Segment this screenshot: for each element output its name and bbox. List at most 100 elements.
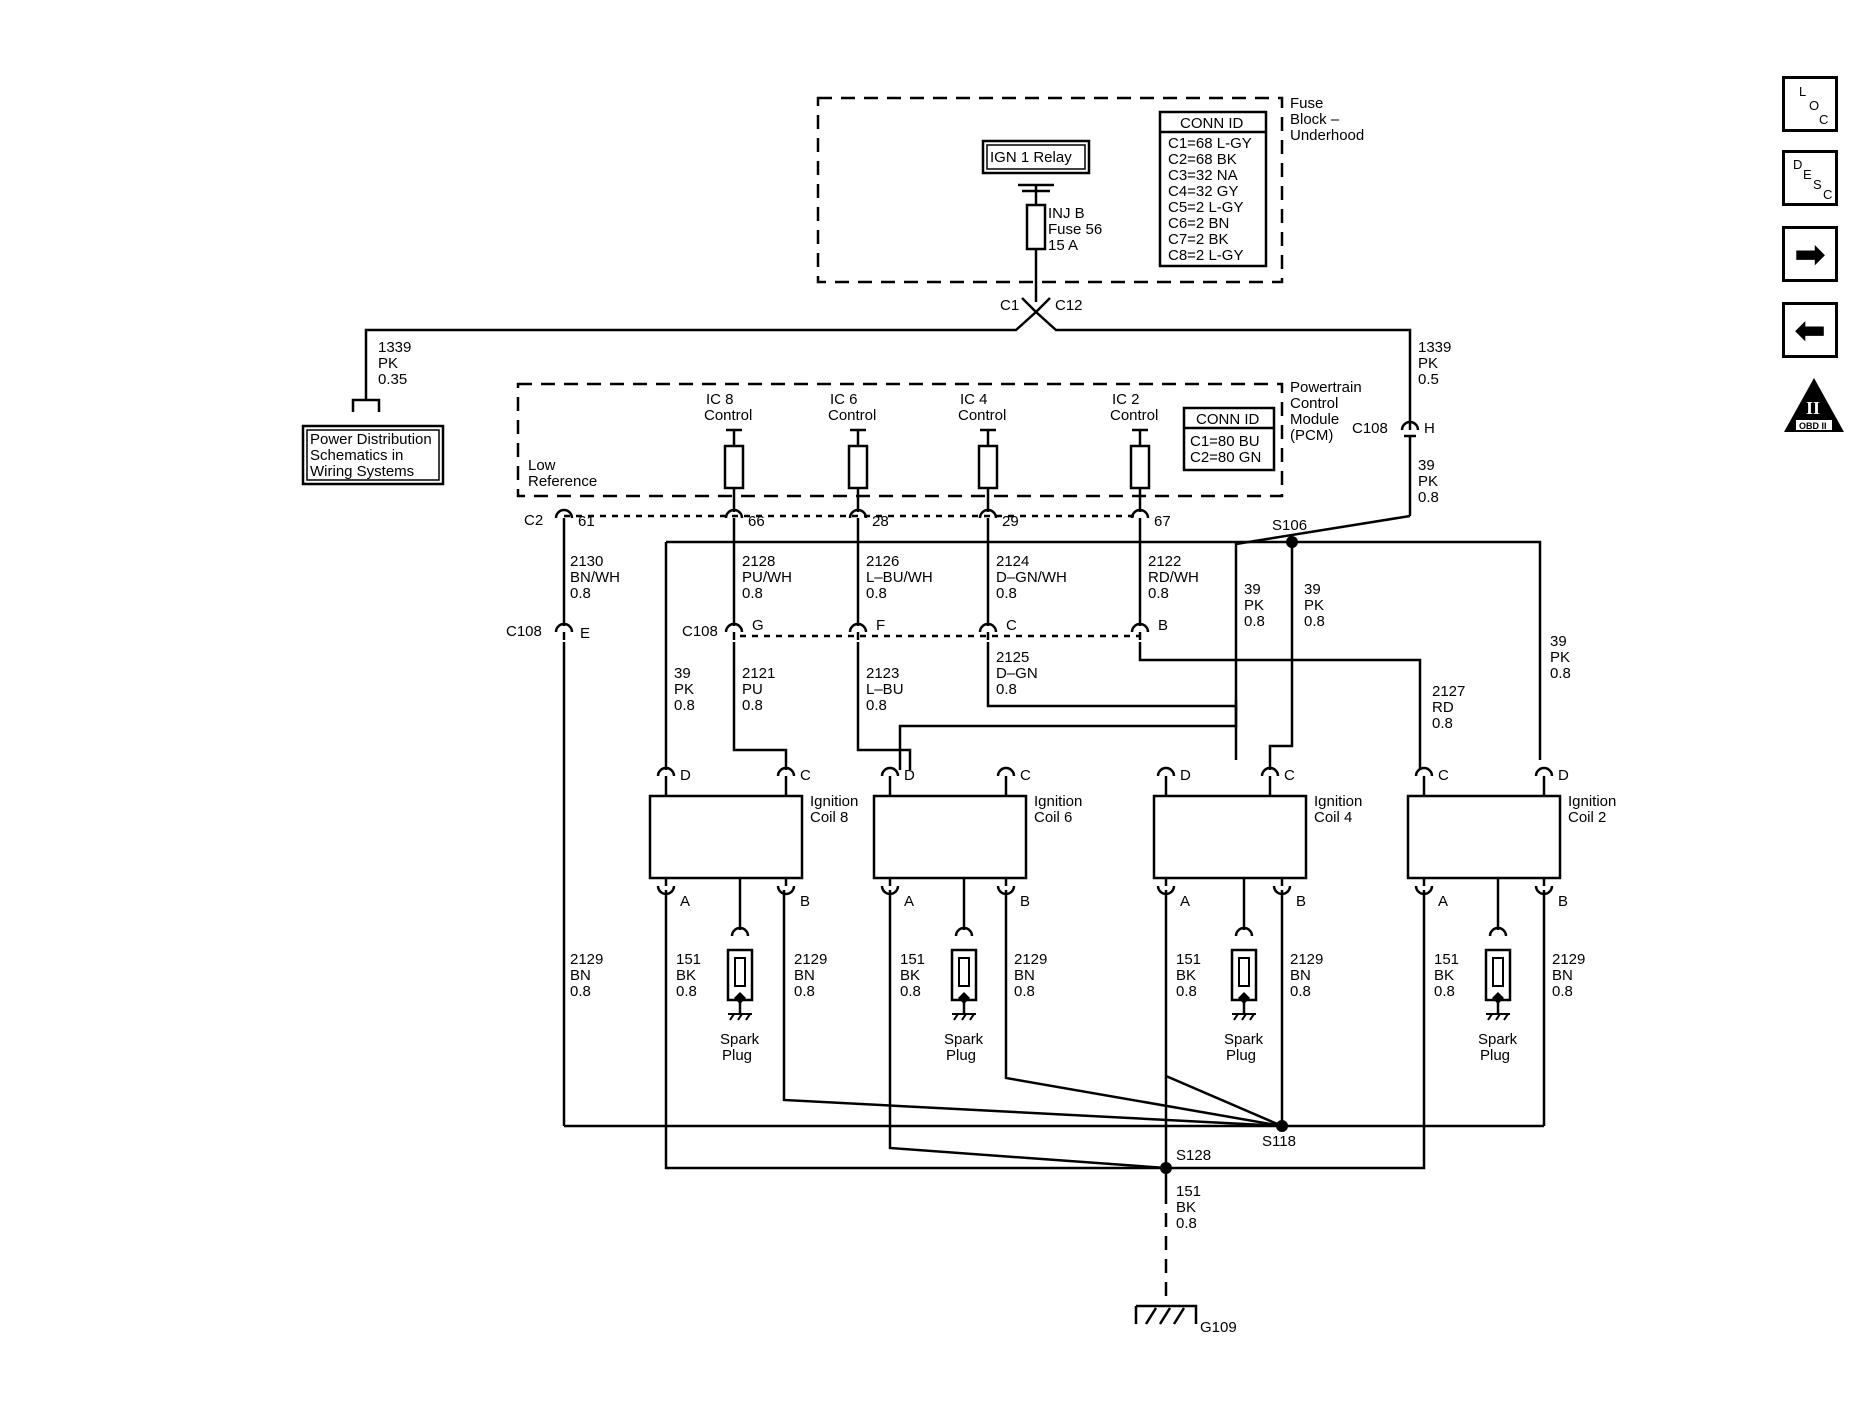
svg-text:151: 151	[1176, 1183, 1201, 1200]
ic-control-word-3: Control	[1110, 407, 1158, 424]
obd-numeral: II	[1806, 398, 1820, 418]
svg-text:C108: C108	[1352, 420, 1388, 437]
w2129-2-2: 0.8	[1290, 983, 1311, 1000]
wire-2123-label-2: 0.8	[866, 697, 887, 714]
fuse-conn-2: C2=68 BK	[1168, 151, 1237, 168]
ground-g109: G109	[1134, 1304, 1237, 1336]
w151-3-0: 151	[1434, 951, 1459, 968]
desc-letter-s: S	[1813, 177, 1822, 192]
forward-button[interactable]: ➡	[1782, 226, 1838, 282]
coil-name-1-2: Coil 6	[1034, 809, 1072, 826]
w2129-0-1: BN	[794, 967, 815, 984]
coil-3-pin-ab: A	[1438, 893, 1448, 910]
w2129-0-0: 2129	[794, 951, 827, 968]
fuse-conn-4: C4=32 GY	[1168, 183, 1238, 200]
wire-39-a-label-2: 0.8	[1244, 613, 1265, 630]
coil-name-0-2: Coil 8	[810, 809, 848, 826]
wire-2128-label-2: 0.8	[742, 585, 763, 602]
pcm-conn-c1: C1=80 BU	[1190, 433, 1260, 450]
coil-2-pin-c: C	[1284, 767, 1295, 784]
back-button[interactable]: ⬅	[1782, 302, 1838, 358]
c108-pin-e: E	[580, 625, 590, 642]
wire-2121-label-2: 0.8	[742, 697, 763, 714]
coil-name-1-1: Ignition	[1034, 793, 1082, 810]
c108-pin-c: C	[1006, 617, 1017, 634]
wire-39-d-label-1: PK	[674, 681, 694, 698]
fuse-conn-7: C7=2 BK	[1168, 231, 1228, 248]
fuse-block-name-1: Fuse	[1290, 95, 1323, 112]
low-reference-label-1: Low	[528, 457, 556, 474]
w2129-3-0: 2129	[1552, 951, 1585, 968]
coil-name-0-1: Ignition	[810, 793, 858, 810]
ic-control-word-2: Control	[958, 407, 1006, 424]
power-distribution-ref[interactable]: Power Distribution Schematics in Wiring …	[301, 398, 445, 486]
desc-letter-d: D	[1793, 157, 1803, 172]
spark-plug-1-1: Spark	[944, 1031, 984, 1048]
wire-2128-label-0: 2128	[742, 553, 775, 570]
wire-2130-label-2: 0.8	[570, 585, 591, 602]
ic-control-name-1: IC 6	[830, 391, 858, 408]
splice-s106: S106	[1272, 517, 1307, 534]
c108-pin-f: F	[876, 617, 885, 634]
coil-1-pin-ab: A	[904, 893, 914, 910]
obd-ii-button[interactable]: II OBD II	[1782, 376, 1846, 434]
wire-2127-label-1: RD	[1432, 699, 1454, 716]
svg-text:39: 39	[1418, 457, 1435, 474]
spark-plug-3-1: Spark	[1478, 1031, 1518, 1048]
wire-39-b-label-1: PK	[1304, 597, 1324, 614]
wire-39-b-label-2: 0.8	[1304, 613, 1325, 630]
wire-2130-label-0: 2130	[570, 553, 603, 570]
svg-text:0.8: 0.8	[1176, 1215, 1197, 1232]
svg-text:G109: G109	[1200, 1319, 1237, 1336]
c108-row-label: C108	[682, 623, 718, 640]
fuse-block-name-2: Block –	[1290, 111, 1340, 128]
wire-2123-label-1: L–BU	[866, 681, 904, 698]
wire-39-b-label-0: 39	[1304, 581, 1321, 598]
low-reference-label-2: Reference	[528, 473, 597, 490]
fuse-conn-3: C3=32 NA	[1168, 167, 1238, 184]
wire-2127-label-0: 2127	[1432, 683, 1465, 700]
w151-1-0: 151	[900, 951, 925, 968]
pcm-pin-61: 61	[578, 513, 595, 530]
description-button[interactable]: D E S C	[1782, 150, 1838, 206]
wire-39-c-label-2: 0.8	[1550, 665, 1571, 682]
location-button[interactable]: L O C	[1782, 76, 1838, 132]
wire-2125-label-0: 2125	[996, 649, 1029, 666]
power-dist-line-3: Wiring Systems	[310, 463, 414, 480]
wire-2122-label-1: RD/WH	[1148, 569, 1199, 586]
pcm-c2-label: C2	[524, 512, 543, 529]
loc-letter-o: O	[1809, 98, 1820, 113]
arrow-right-icon: ➡	[1794, 233, 1826, 276]
svg-text:BK: BK	[1176, 1199, 1196, 1216]
w151-0-0: 151	[676, 951, 701, 968]
svg-text:PK: PK	[378, 355, 398, 372]
c108-h-connector: C108 H	[1352, 420, 1435, 516]
fuse-56: Fuse 56	[1048, 221, 1102, 238]
c108-pin-b: B	[1158, 617, 1168, 634]
coil-2-pin-bb: B	[1296, 893, 1306, 910]
wire-2122-label-0: 2122	[1148, 553, 1181, 570]
w2129-2-0: 2129	[1290, 951, 1323, 968]
w151-2-2: 0.8	[1176, 983, 1197, 1000]
svg-text:0.8: 0.8	[1418, 489, 1439, 506]
wire-2121-label-1: PU	[742, 681, 763, 698]
fuse-block-underhood: Fuse Block – Underhood IGN 1 Relay INJ B…	[816, 95, 1364, 302]
wire-2125-label-2: 0.8	[996, 681, 1017, 698]
wire-39-a-label-1: PK	[1244, 597, 1264, 614]
coil-1-pin-d: D	[904, 767, 915, 784]
c108-left-label: C108	[506, 623, 542, 640]
